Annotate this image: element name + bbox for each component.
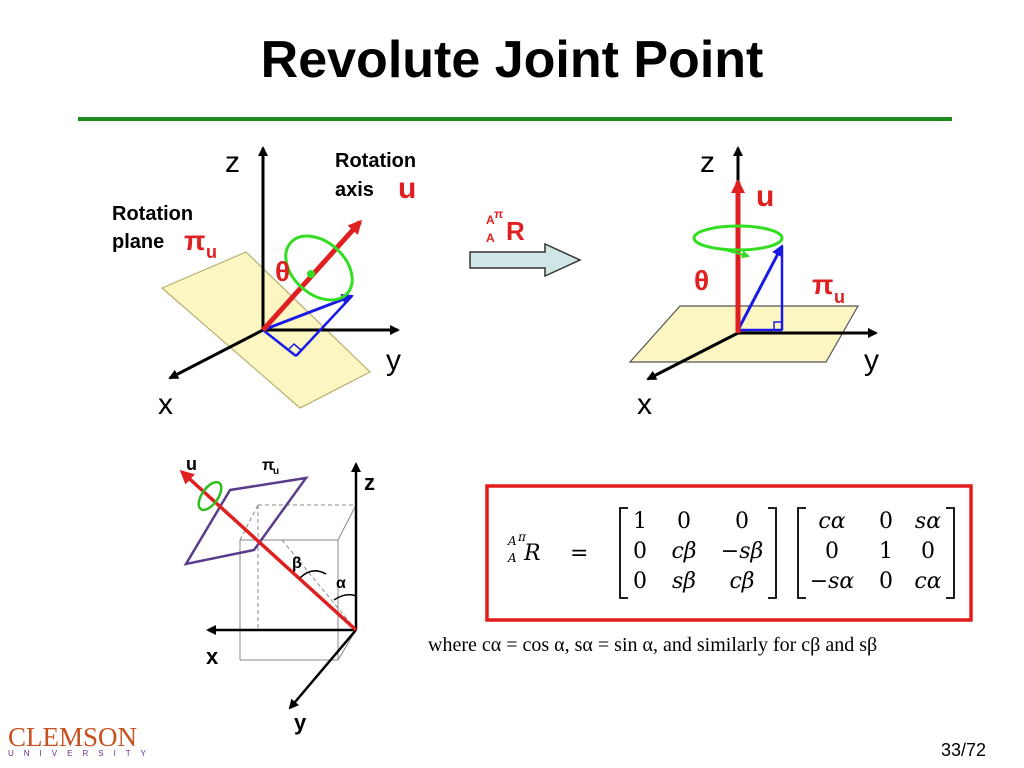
bottom-beta-arc: [299, 570, 327, 579]
bottom-y-axis: [288, 629, 357, 710]
left-diagram: z y x Rotation axis u Rotation plane π u…: [112, 146, 416, 421]
right-x-axis: [646, 331, 739, 381]
m1-cell: 0: [677, 509, 691, 534]
eq-lhs-presub: A: [507, 551, 517, 565]
bottom-alpha-arc: [333, 593, 357, 601]
transform-presub: A: [486, 231, 495, 245]
left-y-label: y: [386, 344, 401, 377]
m2-right-bracket: [946, 507, 955, 599]
bottom-x-label: x: [206, 644, 219, 669]
m1-cell: 0: [633, 539, 647, 564]
bottom-y-label: y: [294, 710, 307, 735]
left-rotation-ring: [284, 234, 354, 302]
left-theta-label: θ: [275, 256, 290, 287]
bottom-u-label: u: [186, 454, 197, 474]
clemson-logo: CLEMSON UNIVERSITY: [8, 722, 156, 758]
m2-cell: cα: [914, 569, 941, 594]
m1-cell: sβ: [672, 569, 696, 594]
transform-sup: π: [494, 207, 503, 221]
title-underline: [78, 117, 952, 121]
left-rotation-axis-label: Rotation: [335, 150, 416, 172]
left-rotation-axis-label2: axis: [335, 179, 374, 201]
bottom-diagram: u π u z x y β α: [179, 454, 375, 735]
bottom-pi-sub-label: u: [273, 466, 279, 477]
right-plane-sub-label: u: [834, 287, 845, 307]
m2-cell: 0: [879, 509, 893, 534]
bottom-beta-label: β: [292, 555, 302, 572]
equation-where-text: where cα = cos α, sα = sin α, and simila…: [428, 634, 878, 656]
right-theta-label: θ: [694, 265, 709, 296]
eq-lhs-presup: A: [507, 534, 517, 548]
left-ring-center-dot: [307, 270, 315, 278]
right-right-angle-mark: [773, 321, 783, 331]
equation-border: [485, 484, 973, 622]
right-rotation-ring: [692, 224, 784, 252]
right-x-label: x: [637, 388, 652, 421]
left-point-vector: [262, 293, 354, 332]
right-point-vector: [736, 244, 784, 331]
m2-cell: 0: [921, 539, 935, 564]
logo-wordmark: CLEMSON: [8, 722, 138, 752]
m1-cell: 0: [735, 509, 749, 534]
left-right-angle-mark: [288, 342, 302, 351]
left-projection-line: [262, 329, 297, 357]
bottom-ring: [197, 480, 223, 512]
m1-cell: cβ: [671, 539, 696, 564]
right-z-label: z: [700, 146, 715, 179]
right-plane-pi-label: π: [812, 269, 833, 300]
page-number: 33/72: [940, 740, 986, 760]
m1-cell: −sβ: [721, 539, 763, 564]
m2-cell: 0: [879, 569, 893, 594]
left-rotation-plane-label: Rotation: [112, 203, 193, 225]
m1-cell: 0: [633, 569, 647, 594]
transform-R: R: [506, 216, 525, 246]
bottom-alpha-label: α: [336, 575, 346, 592]
right-y-label: y: [864, 344, 879, 377]
left-perp-line: [295, 295, 353, 357]
bottom-plane: [183, 476, 309, 566]
right-axis-u-label: u: [756, 180, 774, 213]
bottom-pi-label: π: [262, 457, 274, 474]
left-z-label: z: [225, 146, 240, 179]
m1-right-bracket: [768, 507, 777, 599]
eq-lhs-sup: π: [517, 530, 527, 544]
slide-title: Revolute Joint Point: [260, 31, 764, 89]
left-x-axis: [168, 328, 264, 380]
left-axis-u-label: u: [398, 172, 416, 205]
m2-cell: cα: [818, 509, 845, 534]
logo-subtext: UNIVERSITY: [8, 749, 157, 758]
left-rotation-plane-label2: plane: [112, 231, 164, 253]
bottom-u-axis: [179, 469, 358, 632]
right-ring-arrow: [724, 249, 750, 259]
eq-equals: =: [570, 541, 588, 566]
transform-presup: A: [486, 213, 495, 227]
m2-left-bracket: [797, 507, 806, 599]
left-plane-sub-label: u: [206, 242, 217, 262]
eq-lhs-R: R: [523, 541, 541, 566]
equation-box: A π A R = 1 0 0 0 cβ −sβ 0 sβ cβ cα 0 sα: [485, 484, 973, 622]
m2-cell: 0: [825, 539, 839, 564]
transform-arrow: A π A R: [469, 207, 582, 278]
m1-left-bracket: [619, 507, 628, 599]
m1-cell: 1: [633, 509, 647, 534]
right-diagram: z y x u θ π u: [628, 146, 879, 421]
m1-cell: cβ: [729, 569, 754, 594]
m2-cell: sα: [915, 509, 941, 534]
left-plane-pi-label: π: [184, 225, 205, 256]
transform-arrow-shape: [469, 242, 582, 278]
left-x-label: x: [158, 388, 173, 421]
m2-cell: 1: [879, 539, 893, 564]
m2-cell: −sα: [810, 569, 855, 594]
bottom-z-label: z: [364, 470, 375, 495]
